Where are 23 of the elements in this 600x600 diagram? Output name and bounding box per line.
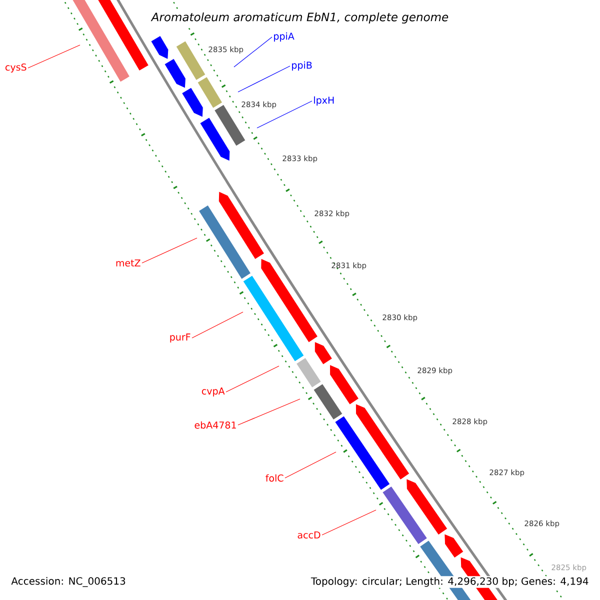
accession-text: Accession: NC_006513 <box>10 576 127 588</box>
gene-label: cysS <box>6 63 26 73</box>
gene-label: accD <box>298 531 320 539</box>
gene-label: ppiB <box>292 61 312 71</box>
leader-line <box>256 100 312 128</box>
leader-line <box>28 44 80 68</box>
leader-line <box>322 510 376 536</box>
genome-info-text: Topology: circular; Length: 4,296,230 bp; Genes: 4,194 <box>310 576 590 588</box>
gene-label: lpxH <box>314 96 334 106</box>
gene-label: ppiA <box>274 32 294 42</box>
leader-line <box>234 36 272 68</box>
leader-line <box>238 398 300 426</box>
gene-label: folC <box>266 474 284 482</box>
leader-line <box>226 366 280 392</box>
gene-label: ebA4781 <box>194 421 236 429</box>
gene-label: metZ <box>116 259 140 267</box>
leader-line <box>238 66 290 92</box>
title: Aromatoleum aromaticum EbN1, complete genome <box>149 10 451 26</box>
leader-line <box>192 312 244 338</box>
gene-label: cvpA <box>202 388 225 396</box>
leader-line <box>284 452 336 478</box>
gene-label: purF <box>170 334 190 342</box>
leader-line <box>142 238 198 264</box>
